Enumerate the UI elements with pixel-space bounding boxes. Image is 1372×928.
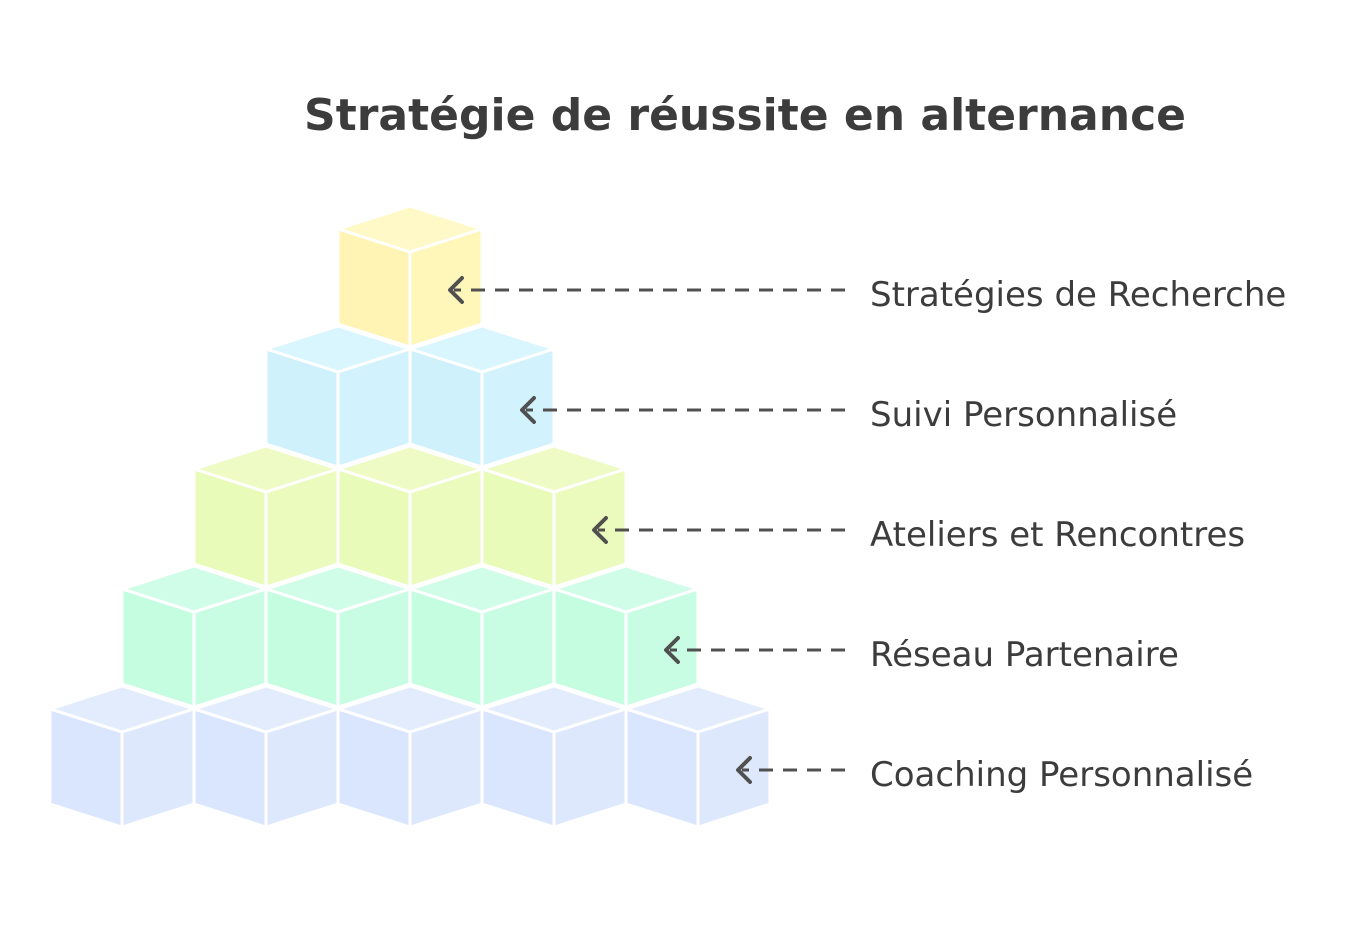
block-cube [264,564,412,709]
block-cube [624,684,772,829]
block-cube [336,444,484,589]
block-row-2 [264,324,556,469]
cube-right-face [696,707,772,829]
diagram-title: Stratégie de réussite en alternance [304,90,1186,141]
level-label-3: Ateliers et Rencontres [870,515,1245,555]
block-cube [480,444,628,589]
arrowhead-icon [520,396,536,424]
level-label-2: Suivi Personnalisé [870,395,1177,435]
block-row-4 [120,564,700,709]
block-cube [192,684,340,829]
level-labels: Stratégies de Recherche Suivi Personnali… [870,275,1286,795]
block-cube [48,684,196,829]
block-cube [336,204,484,349]
level-label-5: Coaching Personnalisé [870,755,1253,795]
block-row-3 [192,444,628,589]
cube-right-face [480,347,556,469]
block-cube [192,444,340,589]
block-cube [408,324,556,469]
connectors [448,276,845,784]
level-label-1: Stratégies de Recherche [870,275,1286,315]
block-cube [552,564,700,709]
level-label-4: Réseau Partenaire [870,635,1179,675]
block-cube [480,684,628,829]
block-cube [120,564,268,709]
block-cube [264,324,412,469]
cube-right-face [408,227,484,349]
cube-right-face [552,467,628,589]
block-cube [336,684,484,829]
arrowhead-icon [592,516,608,544]
arrowhead-icon [736,756,752,784]
cube-right-face [624,587,700,709]
block-cube [408,564,556,709]
block-row-1 [336,204,484,349]
arrowhead-icon [448,276,464,304]
block-pyramid [48,204,772,829]
arrowhead-icon [664,636,680,664]
block-row-5 [48,684,772,829]
